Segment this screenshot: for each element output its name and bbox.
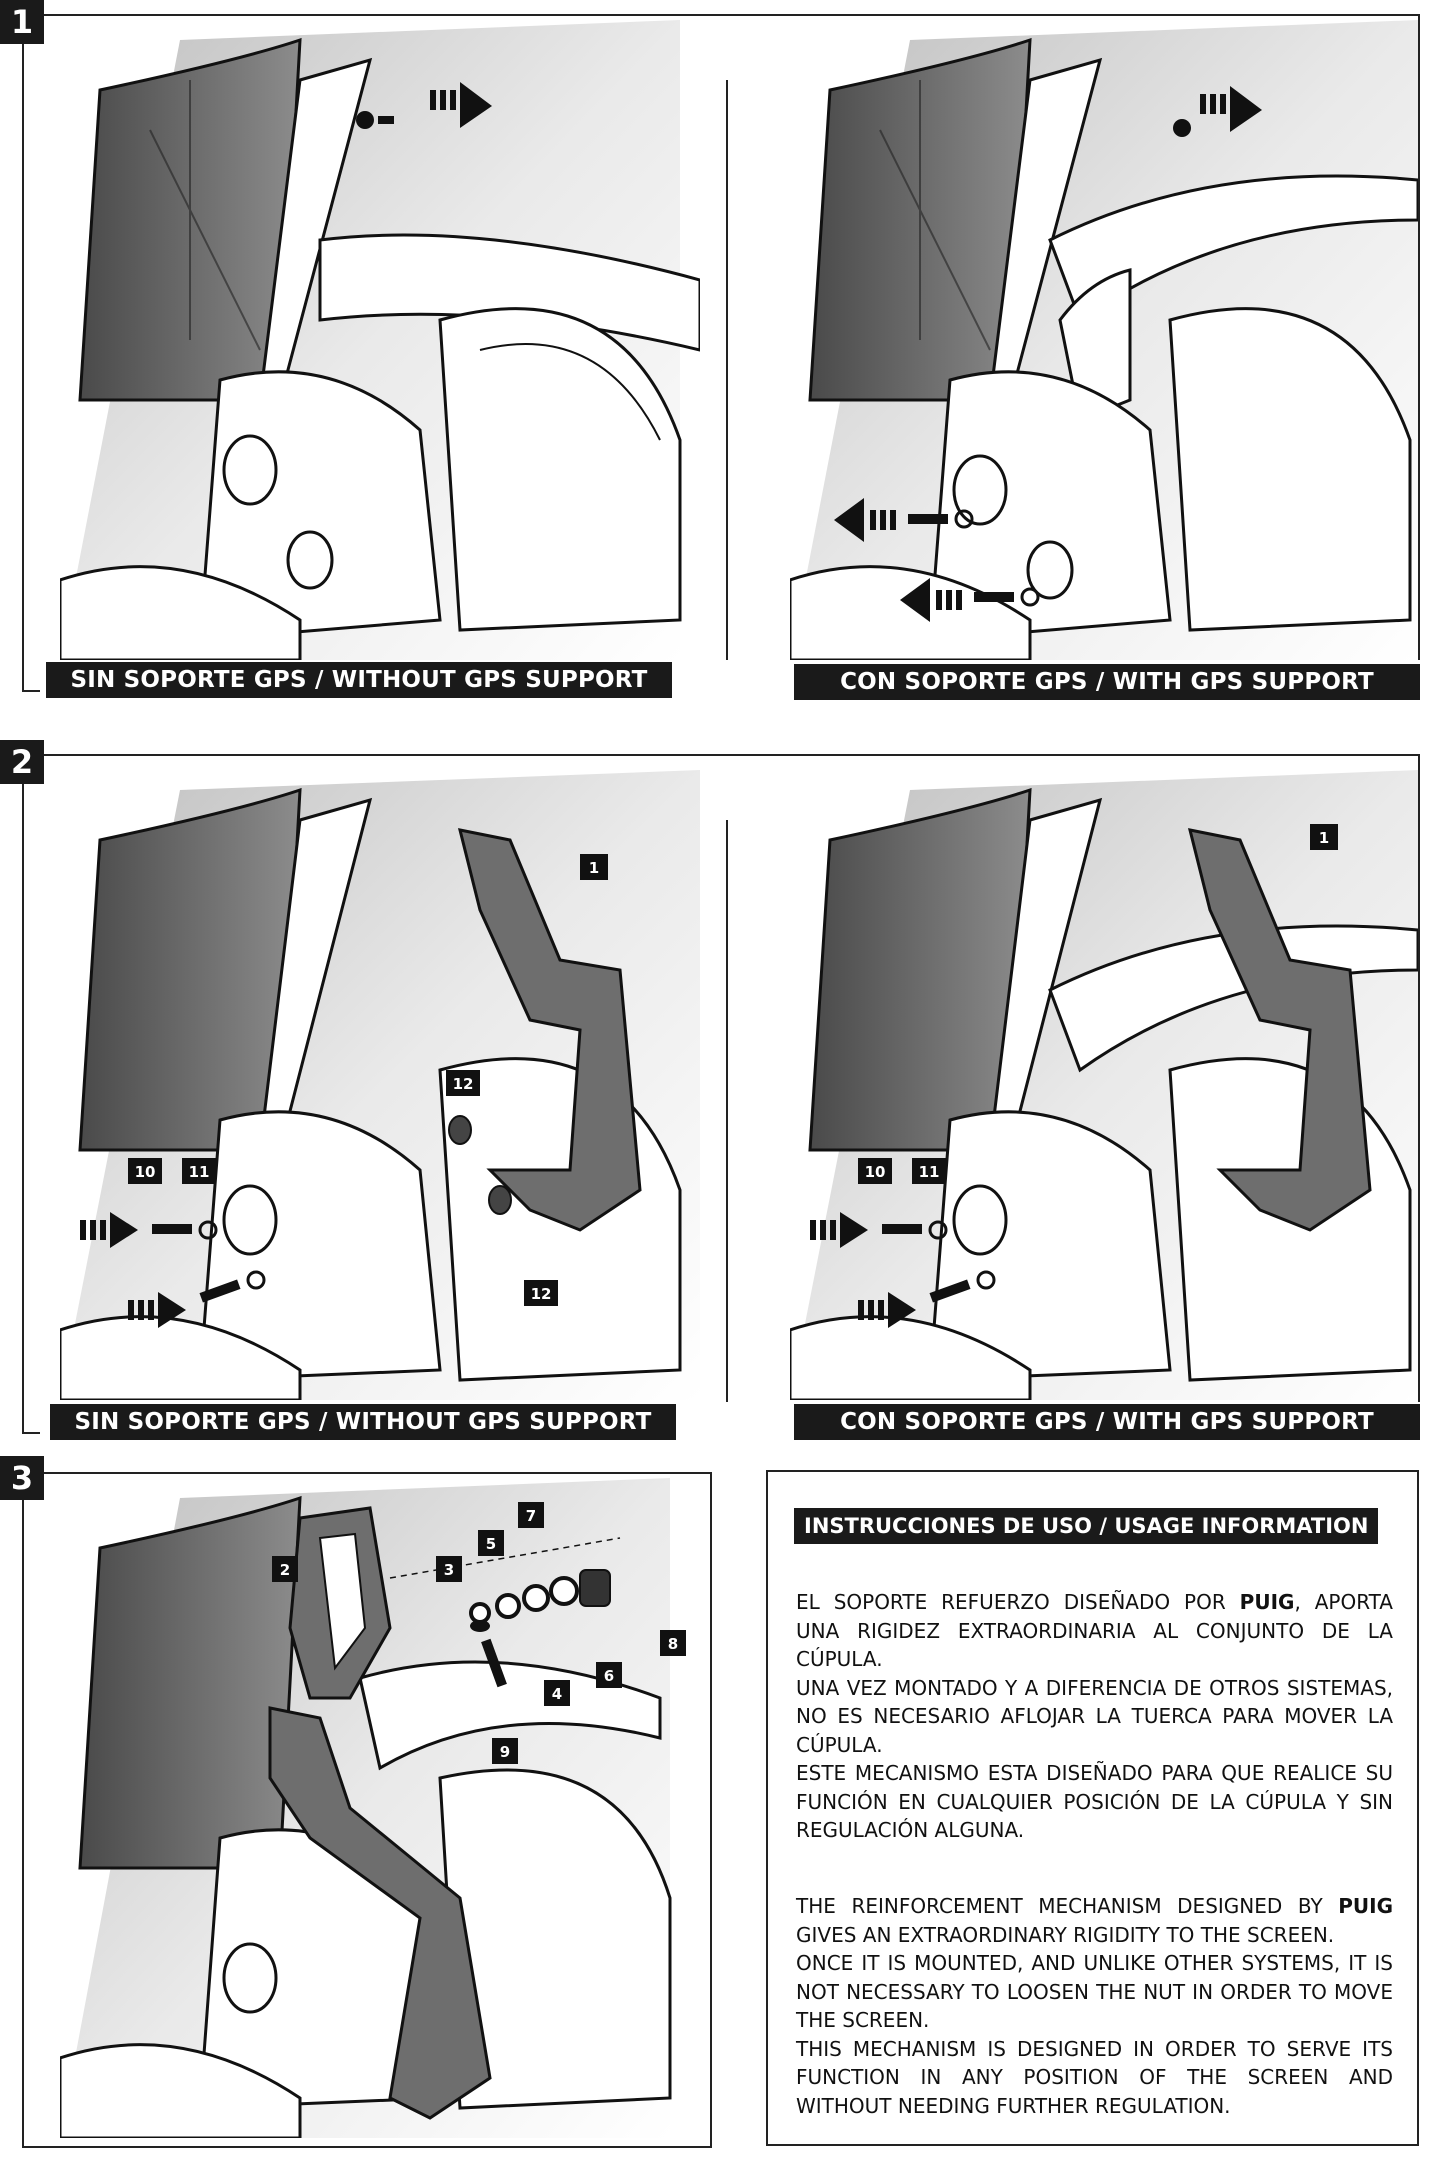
screw-icon <box>470 1620 507 1688</box>
step-2-divider <box>726 820 728 1410</box>
callout-12: 12 <box>446 1070 480 1096</box>
arrow-right-icon <box>1200 86 1262 132</box>
callout-10: 10 <box>128 1158 162 1184</box>
bracket-mount-drawing: 1 10 11 <box>790 770 1418 1400</box>
callout-4: 4 <box>544 1680 570 1706</box>
svg-text:12: 12 <box>531 1285 552 1303</box>
callout-11: 11 <box>912 1158 946 1184</box>
callout-11: 11 <box>182 1158 216 1184</box>
step-3-illustration: 2 3 5 7 8 6 4 9 <box>60 1478 700 2138</box>
callout-2: 2 <box>272 1556 298 1582</box>
arrow-right-icon <box>128 1270 266 1328</box>
svg-text:1: 1 <box>589 859 599 877</box>
bracket-mount-drawing: 1 10 11 12 12 <box>60 770 700 1400</box>
usage-information-title: INSTRUCCIONES DE USO / USAGE INFORMATION <box>794 1508 1379 1544</box>
arrow-left-icon <box>900 578 1040 622</box>
english-line: ONCE IT IS MOUNTED, AND UNLIKE OTHER SYS… <box>796 1951 1393 2032</box>
step-1-divider <box>726 80 728 680</box>
step-3-number: 3 <box>0 1456 44 1500</box>
arrow-right-icon <box>430 82 492 128</box>
callout-9: 9 <box>492 1738 518 1764</box>
svg-text:8: 8 <box>668 1635 678 1653</box>
english-line: GIVES AN EXTRAORDINARY RIGIDITY TO THE S… <box>796 1922 1335 1947</box>
callout-8: 8 <box>660 1630 686 1656</box>
motorcycle-screen-drawing <box>790 20 1418 660</box>
svg-text:10: 10 <box>135 1163 156 1181</box>
usage-information-english: THE REINFORCEMENT MECHANISM DESIGNED BY … <box>796 1892 1393 2120</box>
step-2-illustration-without-gps: 1 10 11 12 12 <box>60 770 700 1400</box>
svg-text:5: 5 <box>486 1535 496 1553</box>
svg-text:11: 11 <box>189 1163 210 1181</box>
svg-text:6: 6 <box>604 1667 614 1685</box>
caption-with-gps-support: CON SOPORTE GPS / WITH GPS SUPPORT <box>794 664 1420 700</box>
gps-bracket <box>457 828 642 1232</box>
spanish-line: ESTE MECANISMO ESTA DISEÑADO PARA QUE RE… <box>796 1761 1393 1842</box>
svg-text:2: 2 <box>280 1561 290 1579</box>
step-1-illustration-with-gps <box>790 20 1418 660</box>
screw-icon <box>356 111 394 129</box>
callout-3: 3 <box>436 1556 462 1582</box>
callout-6: 6 <box>596 1662 622 1688</box>
step-2-number: 2 <box>0 740 44 784</box>
callout-7: 7 <box>518 1502 544 1528</box>
arrow-right-icon <box>810 1212 948 1248</box>
step-1-number: 1 <box>0 0 44 44</box>
svg-text:3: 3 <box>444 1561 454 1579</box>
svg-text:1: 1 <box>1319 829 1329 847</box>
caption-with-gps-support: CON SOPORTE GPS / WITH GPS SUPPORT <box>794 1404 1420 1440</box>
callout-5: 5 <box>478 1530 504 1556</box>
svg-text:9: 9 <box>500 1743 510 1761</box>
spanish-line: EL SOPORTE REFUERZO DISEÑADO POR <box>796 1590 1240 1614</box>
callout-1: 1 <box>580 854 608 880</box>
spanish-line: UNA VEZ MONTADO Y A DIFERENCIA DE OTROS … <box>796 1675 1393 1757</box>
screw-icon <box>1173 119 1191 137</box>
svg-text:4: 4 <box>552 1685 562 1703</box>
arrow-right-icon <box>858 1270 996 1328</box>
english-line: THE REINFORCEMENT MECHANISM DESIGNED BY <box>796 1894 1339 1918</box>
motorcycle-screen-drawing <box>60 20 700 660</box>
caption-without-gps-support: SIN SOPORTE GPS / WITHOUT GPS SUPPORT <box>50 1404 676 1440</box>
gps-bracket <box>1187 828 1372 1232</box>
callout-1: 1 <box>1310 824 1338 850</box>
svg-text:12: 12 <box>453 1075 474 1093</box>
svg-text:10: 10 <box>865 1163 886 1181</box>
callout-12: 12 <box>524 1280 558 1306</box>
usage-information-box: INSTRUCCIONES DE USO / USAGE INFORMATION… <box>766 1470 1419 2146</box>
arrow-right-icon <box>80 1212 218 1248</box>
brand-name: PUIG <box>1338 1894 1393 1918</box>
usage-information-spanish: EL SOPORTE REFUERZO DISEÑADO POR PUIG, A… <box>796 1588 1393 1845</box>
caption-without-gps-support: SIN SOPORTE GPS / WITHOUT GPS SUPPORT <box>46 662 672 698</box>
spanish-line: , APORTA UNA RIGIDEZ EXTRAORDINARIA AL C… <box>796 1590 1393 1671</box>
step-1-illustration-without-gps <box>60 20 700 660</box>
callout-10: 10 <box>858 1158 892 1184</box>
step-3-frame <box>22 1472 712 2148</box>
svg-text:11: 11 <box>919 1163 940 1181</box>
arrow-left-icon <box>834 498 974 542</box>
gps-bracket <box>268 1706 492 2120</box>
step-2-illustration-with-gps: 1 10 11 <box>790 770 1418 1400</box>
exploded-parts-drawing: 2 3 5 7 8 6 4 9 <box>60 1478 686 2138</box>
svg-text:7: 7 <box>526 1507 536 1525</box>
brand-name: PUIG <box>1239 1590 1295 1614</box>
english-line: THIS MECHANISM IS DESIGNED IN ORDER TO S… <box>796 2036 1393 2118</box>
